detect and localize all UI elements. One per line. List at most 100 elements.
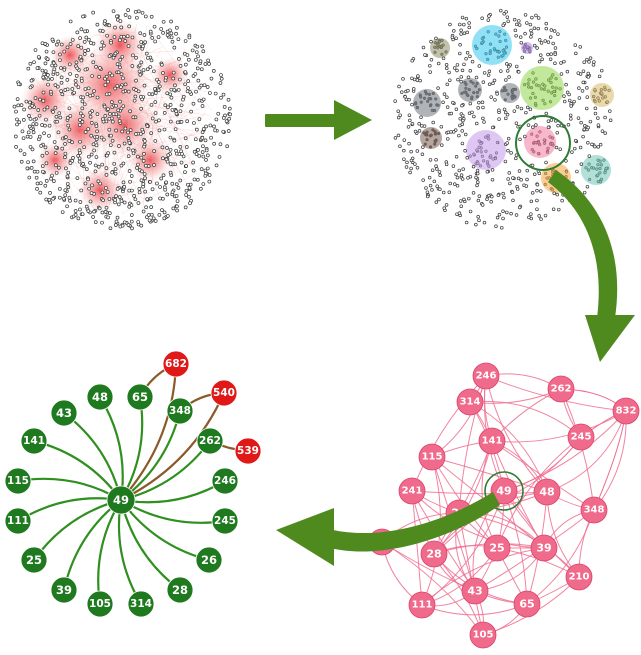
- network-edge: [83, 124, 194, 166]
- ego-neighbor-node: 25: [20, 546, 48, 574]
- network-node: [539, 41, 544, 45]
- network-node: [552, 191, 556, 195]
- ego-neighbor-node-label: 348: [169, 405, 191, 417]
- network-node: [76, 216, 81, 221]
- community-edge: [593, 410, 627, 511]
- network-node: [59, 75, 64, 80]
- network-node: [138, 72, 143, 77]
- network-node: [412, 77, 417, 82]
- network-node: [140, 10, 145, 15]
- network-node: [86, 48, 91, 52]
- network-node: [509, 211, 513, 216]
- cluster-node: [489, 154, 493, 158]
- network-node: [71, 156, 75, 160]
- network-node: [431, 120, 435, 125]
- network-node: [199, 167, 204, 171]
- network-node: [50, 77, 54, 81]
- network-edge: [103, 85, 111, 194]
- network-node: [460, 129, 464, 133]
- network-node: [76, 85, 81, 90]
- network-node: [505, 62, 509, 66]
- network-node: [530, 163, 535, 168]
- cluster-node: [477, 139, 481, 143]
- network-node: [123, 82, 128, 87]
- network-node: [183, 70, 188, 74]
- network-node: [131, 148, 135, 153]
- network-node: [195, 66, 200, 71]
- network-node: [169, 87, 174, 92]
- network-edge: [44, 115, 143, 128]
- network-node: [44, 161, 49, 166]
- network-edge: [55, 142, 82, 158]
- community-node-label: 49: [496, 485, 511, 498]
- external-node: 540: [210, 379, 238, 407]
- network-edge: [141, 105, 150, 150]
- network-node: [460, 141, 465, 146]
- network-node: [68, 72, 72, 76]
- network-node: [481, 80, 486, 84]
- network-node: [175, 199, 180, 203]
- network-node: [458, 51, 462, 56]
- network-node: [544, 111, 549, 116]
- network-node: [413, 129, 418, 134]
- network-node: [524, 184, 529, 188]
- network-node: [26, 130, 31, 135]
- network-node: [63, 142, 67, 146]
- network-node: [119, 199, 124, 203]
- network-node: [436, 61, 441, 66]
- network-node: [104, 92, 109, 97]
- network-node: [41, 169, 45, 174]
- ego-neighbor-node: 111: [4, 507, 32, 535]
- network-node: [118, 19, 123, 23]
- network-node: [546, 52, 550, 57]
- network-node: [482, 220, 487, 225]
- ego-center-node-circle: [106, 485, 136, 515]
- network-node: [587, 60, 591, 64]
- network-node: [129, 213, 134, 217]
- network-node: [98, 66, 102, 70]
- network-node: [52, 140, 57, 144]
- network-node: [44, 151, 49, 155]
- network-edge: [134, 36, 193, 165]
- cluster-node: [552, 89, 556, 93]
- network-node: [508, 181, 512, 186]
- network-node: [163, 187, 168, 192]
- network-node: [161, 156, 165, 161]
- network-node: [115, 14, 119, 19]
- network-node: [573, 43, 578, 47]
- network-node: [191, 160, 195, 165]
- network-node: [418, 78, 422, 83]
- network-node: [197, 98, 202, 103]
- network-node: [530, 191, 535, 195]
- network-node: [60, 210, 65, 215]
- cluster-node: [444, 50, 448, 54]
- network-node: [29, 166, 34, 170]
- network-node: [122, 141, 127, 146]
- network-node: [582, 124, 587, 128]
- network-node: [56, 130, 61, 135]
- network-node: [104, 153, 109, 158]
- community-node-circle: [612, 397, 640, 425]
- network-node: [32, 60, 36, 65]
- network-node: [25, 134, 30, 139]
- network-edge: [64, 76, 150, 139]
- community-node-circle: [513, 590, 541, 618]
- network-node: [184, 193, 188, 197]
- network-node: [543, 39, 547, 43]
- cluster-node: [497, 34, 501, 38]
- network-node: [420, 152, 425, 157]
- network-node: [80, 106, 85, 111]
- network-node: [73, 79, 78, 83]
- network-node: [165, 159, 170, 164]
- network-node: [126, 8, 130, 12]
- network-node: [122, 220, 127, 225]
- network-node: [526, 123, 531, 127]
- network-node: [92, 209, 96, 214]
- network-node: [171, 70, 176, 75]
- network-node: [445, 66, 449, 71]
- network-node: [529, 212, 533, 216]
- network-node: [121, 161, 126, 166]
- network-node: [467, 21, 471, 25]
- network-node: [554, 145, 559, 150]
- network-node: [152, 163, 156, 167]
